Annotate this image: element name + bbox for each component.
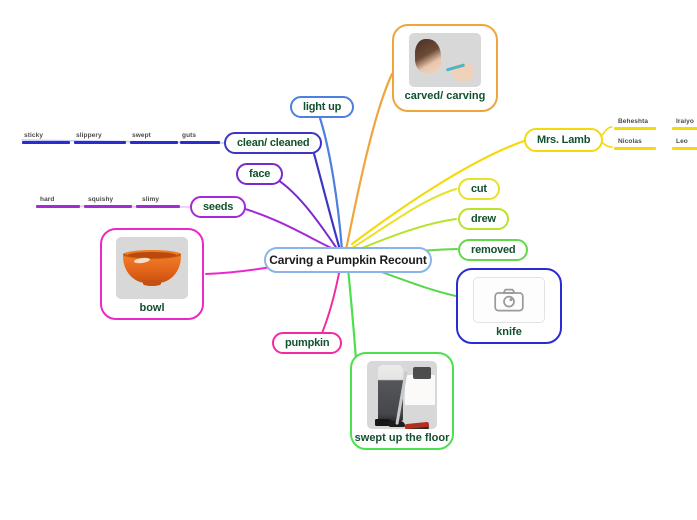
node-clean-cleaned-label: clean/ cleaned <box>237 136 310 149</box>
node-drew[interactable]: drew <box>458 208 509 230</box>
node-cut[interactable]: cut <box>458 178 500 200</box>
node-carved-carving-label: carved/ carving <box>404 90 486 102</box>
name-underline <box>614 147 656 150</box>
node-face-label: face <box>249 167 271 180</box>
word-underline <box>84 205 132 208</box>
word-underline <box>136 205 180 208</box>
camera-icon <box>494 288 524 312</box>
word-underline <box>36 205 80 208</box>
node-swept-floor-label: swept up the floor <box>354 432 450 444</box>
student-row-bottom[interactable]: Nicolas Leo <box>614 132 697 150</box>
word-underline <box>22 141 70 144</box>
word-swept: swept <box>132 132 151 139</box>
word-hard: hard <box>40 196 55 203</box>
carving-photo <box>409 33 481 87</box>
student-nicolas: Nicolas <box>618 138 642 145</box>
word-underline <box>74 141 126 144</box>
word-slimy: slimy <box>142 196 160 203</box>
word-underline <box>130 141 178 144</box>
node-cut-label: cut <box>471 182 487 195</box>
node-bowl[interactable]: bowl <box>100 228 204 320</box>
word-sticky: sticky <box>24 132 44 139</box>
root-node-label: Carving a Pumpkin Recount <box>269 253 427 267</box>
node-light-up[interactable]: light up <box>290 96 355 118</box>
node-pumpkin[interactable]: pumpkin <box>272 332 343 354</box>
student-leo: Leo <box>676 138 688 145</box>
node-seeds-label: seeds <box>203 200 234 213</box>
node-removed-label: removed <box>471 243 516 256</box>
name-underline <box>614 127 656 130</box>
node-knife-label: knife <box>496 326 522 338</box>
student-row-top[interactable]: Beheshta Iraiyo <box>614 112 697 130</box>
bowl-photo <box>116 237 188 299</box>
word-row-blue[interactable]: sticky slippery swept guts <box>22 126 226 144</box>
student-iraiyo: Iraiyo <box>676 118 694 125</box>
name-underline <box>672 127 697 130</box>
knife-image-placeholder <box>473 277 545 323</box>
word-row-purple[interactable]: hard squishy slimy <box>36 190 192 208</box>
word-squishy: squishy <box>88 196 114 203</box>
node-face[interactable]: face <box>236 163 284 185</box>
student-beheshta: Beheshta <box>618 118 649 125</box>
node-knife[interactable]: knife <box>456 268 562 344</box>
word-guts: guts <box>182 132 197 139</box>
node-light-up-label: light up <box>303 100 342 113</box>
sweeping-photo <box>367 361 437 429</box>
node-removed[interactable]: removed <box>458 239 529 261</box>
name-underline <box>672 147 697 150</box>
node-carved-carving[interactable]: carved/ carving <box>392 24 498 112</box>
word-slippery: slippery <box>76 132 102 139</box>
node-pumpkin-label: pumpkin <box>285 336 330 349</box>
node-swept-floor[interactable]: swept up the floor <box>350 352 454 450</box>
node-mrs-lamb-label: Mrs. Lamb <box>537 133 591 146</box>
root-node[interactable]: Carving a Pumpkin Recount <box>264 247 432 273</box>
node-clean-cleaned[interactable]: clean/ cleaned <box>224 132 323 154</box>
node-bowl-label: bowl <box>139 302 165 314</box>
node-mrs-lamb[interactable]: Mrs. Lamb <box>524 128 604 152</box>
word-underline <box>180 141 220 144</box>
node-drew-label: drew <box>471 212 496 225</box>
node-seeds[interactable]: seeds <box>190 196 247 218</box>
